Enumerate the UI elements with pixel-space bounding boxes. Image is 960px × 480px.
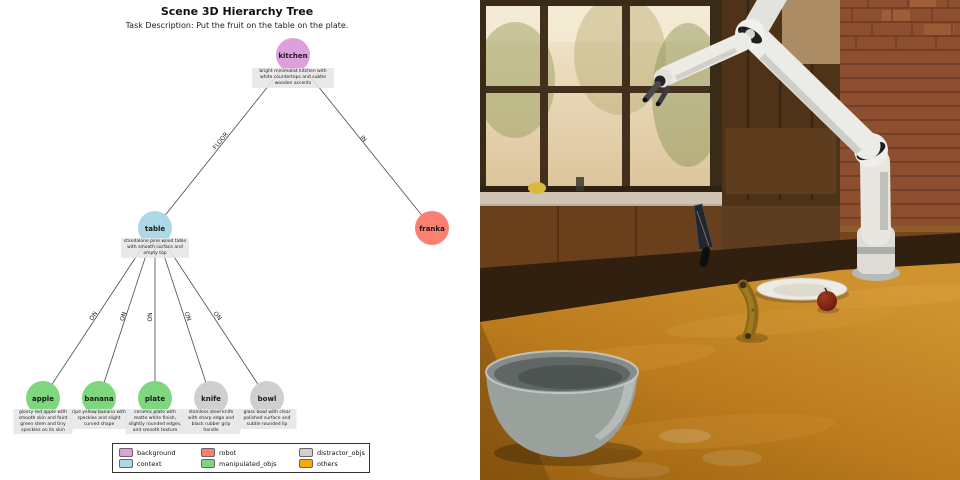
edge-label-in: IN [358, 134, 367, 143]
scene-viewport [480, 0, 960, 480]
floor-shadow [480, 233, 960, 322]
legend-label-robot: robot [219, 448, 237, 457]
node-banana [82, 381, 116, 415]
edge-label-on-plate: ON [147, 312, 154, 321]
desc-plate: ceramic plate with matte white finish, s… [125, 409, 185, 435]
robot-gripper [642, 81, 671, 107]
tree-nodes: kitchen table franka apple banana plate … [26, 38, 449, 415]
bowl [485, 350, 642, 466]
node-apple-label: apple [32, 395, 54, 403]
node-banana-label: banana [84, 395, 113, 403]
node-plate-label: plate [145, 395, 165, 403]
legend-swatch-robot [201, 448, 215, 457]
node-apple [26, 381, 60, 415]
desc-table: standalone pine wood table with smooth s… [121, 238, 189, 258]
node-table-label: table [145, 225, 165, 233]
edge-labels: FLOOR IN ON ON ON ON ON [88, 131, 368, 322]
desc-apple: glossy red apple with smooth skin and fa… [13, 409, 73, 435]
tree-graph: FLOOR IN ON ON ON ON ON kitchen table fr… [26, 38, 449, 415]
node-knife-label: knife [201, 395, 221, 403]
desc-banana: ripe yellow banana with speckles and sli… [69, 409, 129, 429]
legend-item-robot: robot [201, 448, 299, 457]
tree-header: Scene 3D Hierarchy Tree Task Description… [0, 5, 474, 30]
desc-knife: stainless steel knife with sharp edge an… [181, 409, 241, 435]
scene-render [480, 0, 960, 480]
legend-label-manipulated-objs: manipulated_objs [219, 459, 277, 468]
brick-wall [840, 0, 960, 226]
legend-swatch-distractor-objs [299, 448, 313, 457]
node-franka [415, 211, 449, 245]
edge-label-on-bowl: ON [212, 310, 223, 322]
task-description: Task Description: Put the fruit on the t… [125, 21, 349, 30]
node-bowl [250, 381, 284, 415]
node-table [138, 211, 172, 245]
legend-item-context: context [119, 459, 201, 468]
flour-smudge [659, 429, 711, 443]
legend-label-background: background [137, 448, 176, 457]
legend: background robot distractor_objs context… [112, 443, 370, 473]
tree-edges [42, 54, 433, 399]
tree-title: Scene 3D Hierarchy Tree [160, 5, 314, 18]
edge-label-floor: FLOOR [212, 131, 230, 151]
node-kitchen-label: kitchen [278, 52, 307, 60]
legend-item-distractor-objs: distractor_objs [299, 448, 369, 457]
legend-swatch-others [299, 459, 313, 468]
node-bowl-label: bowl [258, 395, 277, 403]
banana [736, 279, 768, 343]
legend-item-background: background [119, 448, 201, 457]
legend-swatch-background [119, 448, 133, 457]
desc-bowl: glass bowl with clear polished surface a… [237, 409, 297, 429]
node-knife [194, 381, 228, 415]
node-kitchen [276, 38, 310, 72]
edge-label-on-banana: ON [119, 311, 129, 322]
hierarchy-tree-panel: Scene 3D Hierarchy Tree Task Description… [0, 5, 474, 473]
edge-label-on-apple: ON [88, 310, 99, 322]
desc-kitchen: bright minimalist kitchen with white cou… [252, 68, 334, 88]
legend-item-manipulated-objs: manipulated_objs [201, 459, 299, 468]
edge-label-on-knife: ON [182, 311, 192, 322]
legend-label-distractor-objs: distractor_objs [317, 448, 365, 457]
apple [817, 287, 839, 314]
counter-item-dark [576, 177, 584, 191]
knife [693, 203, 714, 267]
node-franka-label: franka [419, 225, 445, 233]
legend-swatch-manipulated-objs [201, 459, 215, 468]
window [480, 0, 726, 198]
countertop [480, 177, 722, 206]
legend-item-others: others [299, 459, 369, 468]
counter-item-yellow [528, 182, 546, 194]
legend-label-context: context [137, 459, 162, 468]
legend-label-others: others [317, 459, 338, 468]
robot-arm [642, 0, 900, 281]
legend-swatch-context [119, 459, 133, 468]
node-plate [138, 381, 172, 415]
